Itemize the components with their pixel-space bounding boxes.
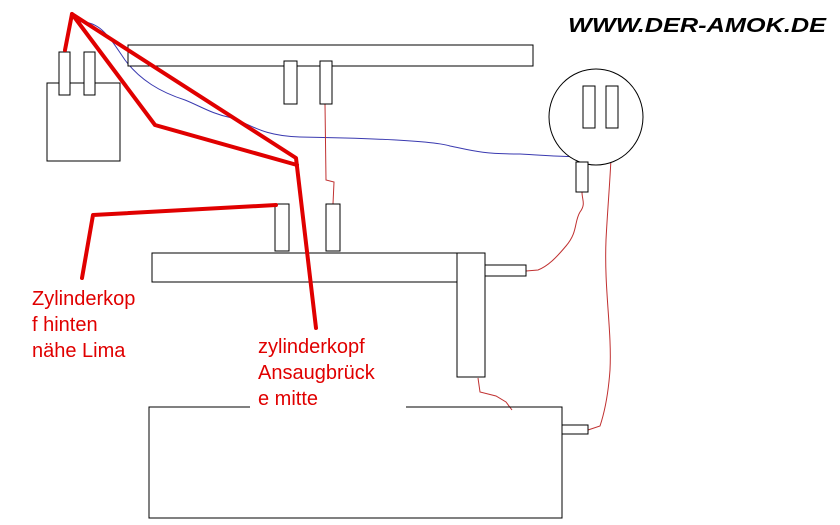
round-component <box>548 68 644 166</box>
red-wire-bracket-to-box <box>477 377 513 411</box>
annotation-zylinderkopf-mitte: zylinderkopf Ansaugbrück e mitte <box>258 334 375 412</box>
middle-bar <box>151 252 459 283</box>
vertical-bracket <box>456 252 486 378</box>
bottom-box-connector <box>561 424 589 435</box>
red-wire-center <box>324 103 335 205</box>
watermark-text: WWW.DER-AMOK.DE <box>568 15 827 37</box>
top-left-pin-1 <box>58 51 71 96</box>
pointer-top-left-pins <box>63 12 299 167</box>
top-bar-pin-1 <box>283 60 298 105</box>
annotation-line: Zylinderkop <box>32 288 136 310</box>
red-wire-cap-to-connector <box>525 191 584 272</box>
middle-pin-2 <box>325 203 341 252</box>
round-pin-1 <box>582 85 596 129</box>
top-bar-pin-2 <box>319 60 333 105</box>
bottom-box <box>148 406 563 519</box>
bracket-connector <box>484 264 527 277</box>
site-watermark: WWW.DER-AMOK.DE <box>568 15 827 37</box>
middle-pin-1 <box>274 203 290 252</box>
top-left-pin-2 <box>83 51 96 96</box>
round-cap <box>575 161 589 193</box>
annotation-line: e mitte <box>258 388 319 410</box>
blue-wire <box>77 21 592 157</box>
round-pin-2 <box>605 85 619 129</box>
pointer-zylinderkopf-hinten <box>80 203 278 280</box>
top-left-box <box>46 82 121 162</box>
red-wire-round-to-box <box>587 127 613 431</box>
annotation-zylinderkopf-hinten: Zylinderkop f hinten nähe Lima <box>32 286 135 364</box>
annotation-line: nähe Lima <box>32 340 126 362</box>
annotation-line: zylinderkopf <box>258 336 365 358</box>
pointer-zylinderkopf-mitte <box>70 12 318 330</box>
annotation-line: f hinten <box>32 314 98 336</box>
annotation-line: Ansaugbrück <box>258 362 375 384</box>
